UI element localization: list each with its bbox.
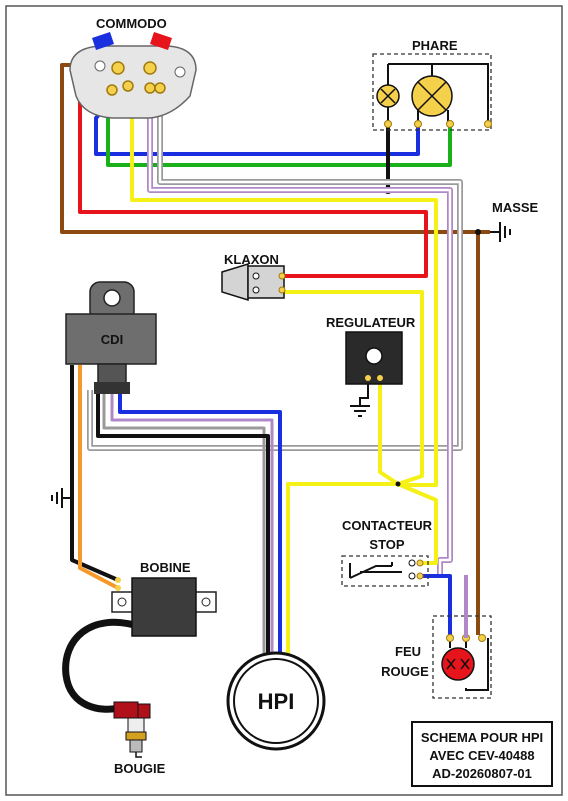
title-line-2: AVEC CEV-40488 <box>429 748 534 763</box>
commodo-switch <box>69 32 197 119</box>
ht-lead <box>62 618 142 713</box>
regulateur-label: REGULATEUR <box>326 315 416 330</box>
grey-wire <box>87 95 463 451</box>
masse-junction <box>475 229 481 235</box>
commodo-red-marker <box>150 32 172 50</box>
rouge-label: ROUGE <box>381 664 429 679</box>
commodo-blue-marker <box>92 32 114 50</box>
masse-label: MASSE <box>492 200 539 215</box>
bobine-coil <box>111 577 217 637</box>
rear-bulb-icon <box>441 647 475 681</box>
cdi-mount-hole <box>103 289 121 307</box>
violet-wire <box>147 95 453 575</box>
black-wire-cdi-hpi <box>96 392 270 665</box>
cdi-label: CDI <box>101 332 123 347</box>
contacteur-label: CONTACTEUR <box>342 518 433 533</box>
hpi-label: HPI <box>258 689 295 714</box>
klaxon-label: KLAXON <box>224 252 279 267</box>
cdi-ground-symbol <box>51 488 72 508</box>
page-frame <box>5 5 563 796</box>
title-line-1: SCHEMA POUR HPI <box>421 730 543 745</box>
commodo-screw-left <box>94 60 106 72</box>
cdi-unit <box>65 281 157 394</box>
regulateur-ground <box>350 378 370 417</box>
masse-ground-symbol <box>490 222 511 242</box>
commodo-screw-right <box>174 66 186 78</box>
phare-label: PHARE <box>412 38 458 53</box>
commodo-label: COMMODO <box>96 16 167 31</box>
yellow-wire <box>130 92 438 665</box>
regulateur <box>345 331 403 385</box>
stop-label: STOP <box>369 537 404 552</box>
bougie-label: BOUGIE <box>114 761 166 776</box>
title-line-3: AD-20260807-01 <box>432 766 532 781</box>
contacteur-stop <box>341 555 429 587</box>
blue-wire-cdi <box>118 392 452 665</box>
klaxon-horn <box>221 262 286 302</box>
phare-headlight <box>372 53 492 131</box>
bobine-label: BOBINE <box>140 560 191 575</box>
yellow-junction <box>395 481 401 487</box>
commodo-terminals <box>106 61 166 96</box>
cdi-aux-wires <box>102 392 274 665</box>
feu-rouge <box>432 615 492 699</box>
hpi-stator <box>226 651 326 751</box>
cdi-bobine-wires <box>70 365 119 590</box>
bougie-spark-plug <box>113 701 151 758</box>
feu-label: FEU <box>395 644 421 659</box>
title-box <box>411 721 553 787</box>
